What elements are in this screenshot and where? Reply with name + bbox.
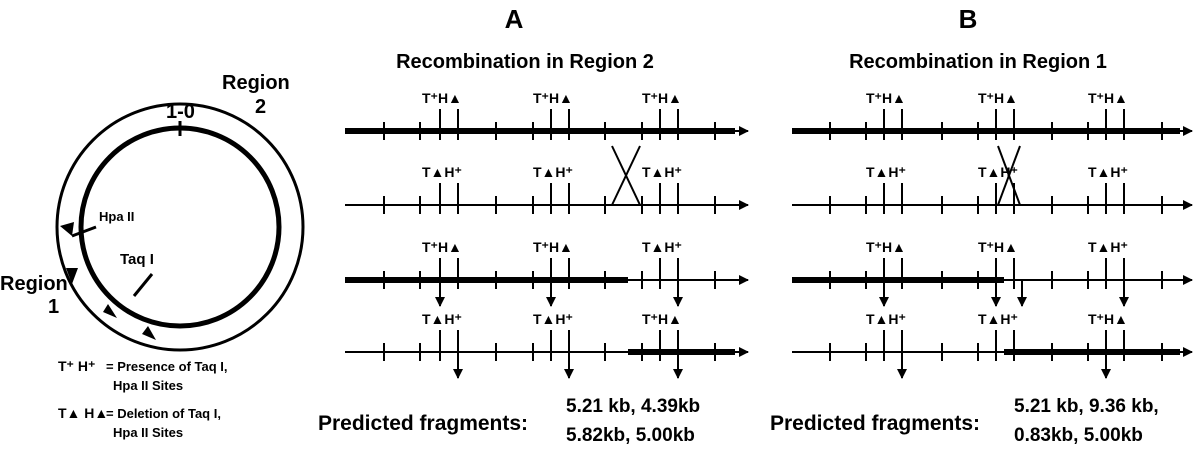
panel-b-strand-1-site-label-1: T⁺H▲ <box>866 90 906 106</box>
region1-label: Region <box>0 273 68 295</box>
origin-label: 1-0 <box>166 101 195 123</box>
panel-a-strand-4-site-label-3: T⁺H▲ <box>642 311 682 327</box>
legend-presence-text-2: Hpa II Sites <box>113 378 183 393</box>
panel-b-strand-1-site-label-2: T⁺H▲ <box>978 90 1018 106</box>
outer-arrow-3 <box>103 304 117 318</box>
panel-a-crossover-2 <box>611 145 641 206</box>
panel-a-strand-2-site-label-3: T▲H⁺ <box>642 164 682 180</box>
outer-circle <box>55 102 305 352</box>
panel-b-strand-2-site-label-1: T▲H⁺ <box>866 164 906 180</box>
region2-label: Region <box>222 72 290 94</box>
panel-a-strand-4-site-label-1: T▲H⁺ <box>422 311 462 327</box>
legend-deletion-text-2: Hpa II Sites <box>113 425 183 440</box>
panel-b-strand-3-site-label-1: T⁺H▲ <box>866 239 906 255</box>
panel-b-lines: T⁺H▲ T⁺H▲ T⁺H▲ T▲H⁺ T▲H⁺ T▲H⁺ T⁺H▲ T⁺H▲ T▲H⁺ T▲H⁺… <box>792 90 1193 379</box>
panel-b: B Recombination in Region 1 T⁺H▲T⁺H▲T⁺H▲… <box>770 4 1193 446</box>
outer-arrow-2 <box>60 222 74 236</box>
panel-b-letter: B <box>959 4 978 34</box>
taq-pointer <box>132 273 154 297</box>
panel-a-letter: A <box>505 4 524 34</box>
panel-a-strand-1-site-label-3: T⁺H▲ <box>642 90 682 106</box>
panel-a-strand-1-site-label-2: T⁺H▲ <box>533 90 573 106</box>
panel-b-strand-4-site-label-3: T⁺H▲ <box>1088 311 1128 327</box>
panel-b-strand-2-site-label-3: T▲H⁺ <box>1088 164 1128 180</box>
region2-number: 2 <box>255 96 266 118</box>
panel-b-strand-3-site-label-2: T⁺H▲ <box>978 239 1018 255</box>
panel-b-strand-4-site-label-2: T▲H⁺ <box>978 311 1018 327</box>
region1-number: 1 <box>48 296 59 318</box>
panel-a-lines: T⁺H▲ T⁺H▲ T⁺H▲ T▲H⁺ T▲H⁺ T▲H⁺ T⁺H▲ T⁺H▲ T▲H⁺ T▲H⁺… <box>345 90 749 379</box>
outer-arrow-1 <box>66 268 78 284</box>
panel-a-strand-3-site-label-1: T⁺H▲ <box>422 239 462 255</box>
taq-site-label: Taq I <box>120 251 154 268</box>
panel-a-title: Recombination in Region 2 <box>396 51 654 73</box>
panel-b-crossover-2 <box>997 145 1021 206</box>
legend-presence-text: = Presence of Taq I, <box>106 359 228 374</box>
hpa-pointer <box>71 225 97 238</box>
panel-a-strand-3-site-label-2: T⁺H▲ <box>533 239 573 255</box>
outer-arrow-4 <box>142 326 156 340</box>
panel-a-strand-4-site-label-2: T▲H⁺ <box>533 311 573 327</box>
panel-a-strand-1-site-label-1: T⁺H▲ <box>422 90 462 106</box>
panel-a-strand-3-site-label-3: T▲H⁺ <box>642 239 682 255</box>
legend: T⁺ H⁺ = Presence of Taq I, Hpa II Sites … <box>58 358 228 440</box>
panel-b-fragments-1: 5.21 kb, 9.36 kb, <box>1014 396 1159 417</box>
inner-circle <box>78 125 282 329</box>
panel-a-fragments-2: 5.82kb, 5.00kb <box>566 425 695 446</box>
panel-b-strand-1-site-label-3: T⁺H▲ <box>1088 90 1128 106</box>
circular-map: Region 2 1-0 Hpa II Taq I Region 1 <box>0 72 305 352</box>
panel-b-title: Recombination in Region 1 <box>849 51 1107 73</box>
panel-b-strand-4-site-label-1: T▲H⁺ <box>866 311 906 327</box>
panel-b-predicted-label: Predicted fragments: <box>770 412 980 435</box>
panel-a-strand-2-site-label-2: T▲H⁺ <box>533 164 573 180</box>
panel-a: A Recombination in Region 2 T⁺H▲T⁺H▲T⁺H▲… <box>318 4 749 446</box>
panel-b-strand-3-site-label-3: T▲H⁺ <box>1088 239 1128 255</box>
panel-a-fragments-1: 5.21 kb, 4.39kb <box>566 396 700 417</box>
panel-a-predicted-label: Predicted fragments: <box>318 412 528 435</box>
hpa-site-label: Hpa II <box>99 209 134 224</box>
panel-b-fragments-2: 0.83kb, 5.00kb <box>1014 425 1143 446</box>
panel-a-strand-2-site-label-1: T▲H⁺ <box>422 164 462 180</box>
legend-deletion-symbol: T▲ H▲ <box>58 405 108 421</box>
legend-deletion-text: = Deletion of Taq I, <box>106 406 221 421</box>
legend-presence-symbol: T⁺ H⁺ <box>58 358 95 374</box>
